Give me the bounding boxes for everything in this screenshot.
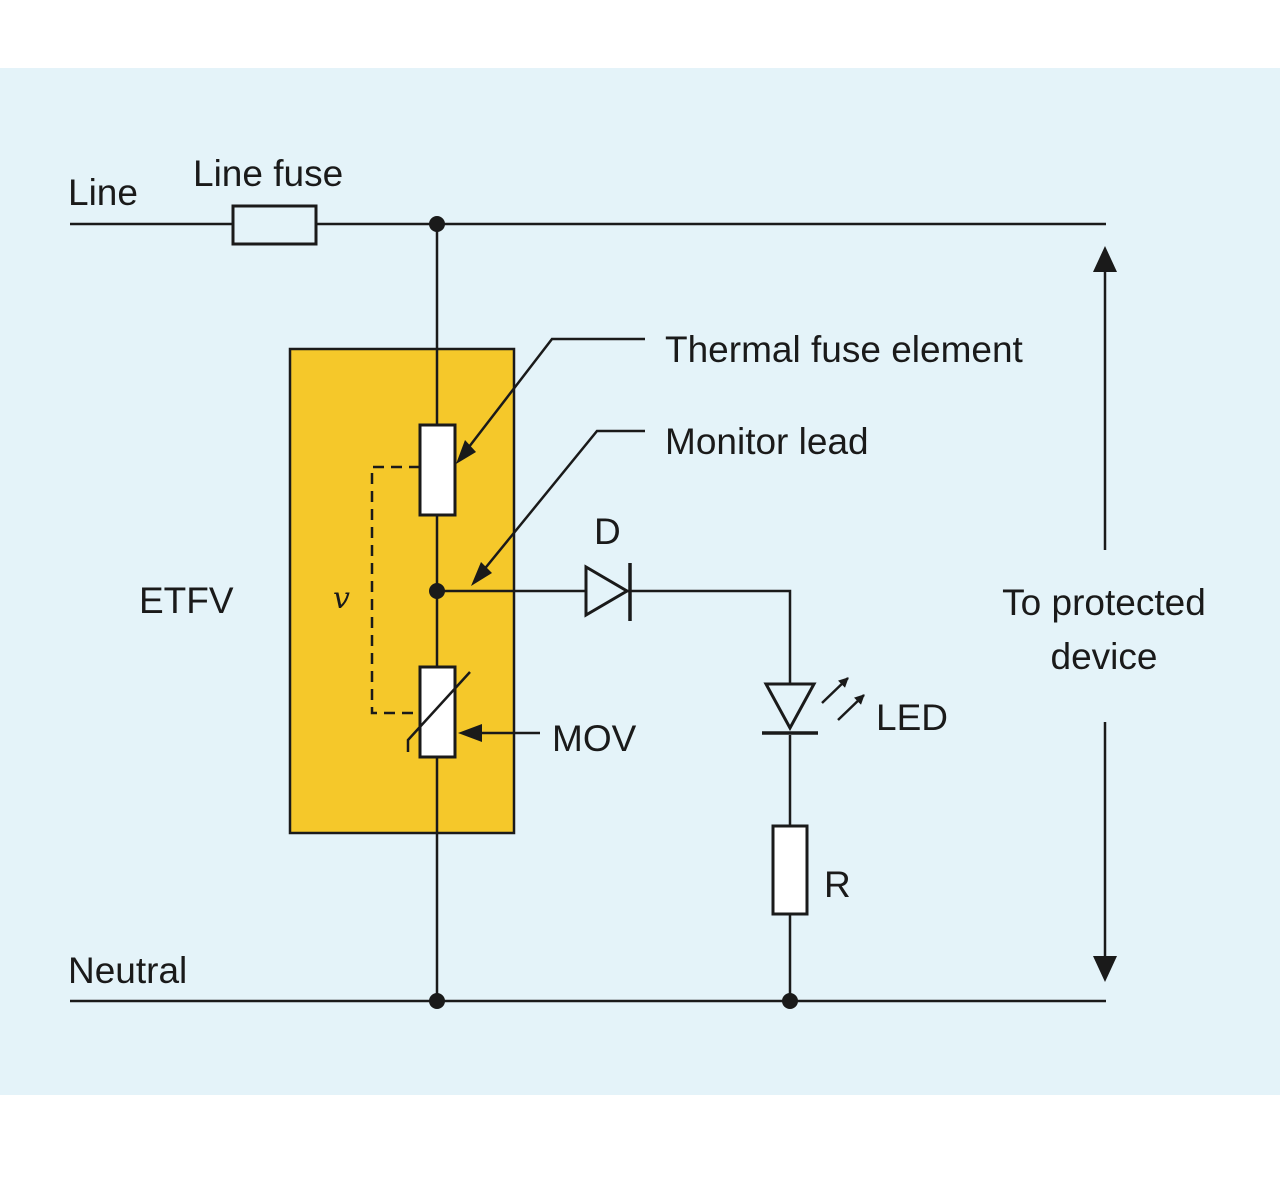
protected-arrow-down-head (1093, 956, 1117, 982)
junction-line (429, 216, 445, 232)
diode-triangle (584, 564, 630, 618)
label-diode: D (594, 511, 621, 552)
led-emission-arrow-2 (837, 694, 865, 721)
label-mov: MOV (552, 718, 637, 759)
label-etfv: ETFV (139, 580, 234, 621)
label-led: LED (876, 697, 948, 738)
label-neutral: Neutral (68, 950, 187, 991)
label-thermal-fuse-element: Thermal fuse element (665, 329, 1024, 370)
junction-neutral-main (429, 993, 445, 1009)
led-emission-arrow-1 (821, 677, 849, 704)
thermal-fuse-element (418, 423, 457, 517)
resistor-r (771, 824, 809, 916)
line-fuse (231, 204, 318, 246)
monitor-lead-leader (477, 429, 645, 578)
monitor-branch-wire (437, 589, 792, 683)
led-triangle (763, 682, 817, 732)
mov-leader-arrowhead (458, 724, 482, 742)
mov-varistor-slash (406, 671, 471, 752)
protected-arrow-up-head (1093, 246, 1117, 272)
label-line: Line (68, 172, 138, 213)
voltage-dashed-line (370, 465, 420, 715)
thermal-fuse-leader-arrowhead (456, 440, 476, 464)
monitor-lead-leader-arrowhead (471, 562, 492, 586)
label-line-fuse: Line fuse (193, 153, 343, 194)
label-to-protected: To protected (1002, 582, 1206, 623)
label-voltage-v: v (333, 581, 350, 616)
label-monitor-lead: Monitor lead (665, 421, 869, 462)
mov-component (418, 665, 457, 759)
thermal-fuse-leader (461, 337, 645, 457)
diagram-panel (0, 68, 1280, 1095)
label-device: device (1051, 636, 1158, 677)
label-resistor: R (824, 864, 851, 905)
